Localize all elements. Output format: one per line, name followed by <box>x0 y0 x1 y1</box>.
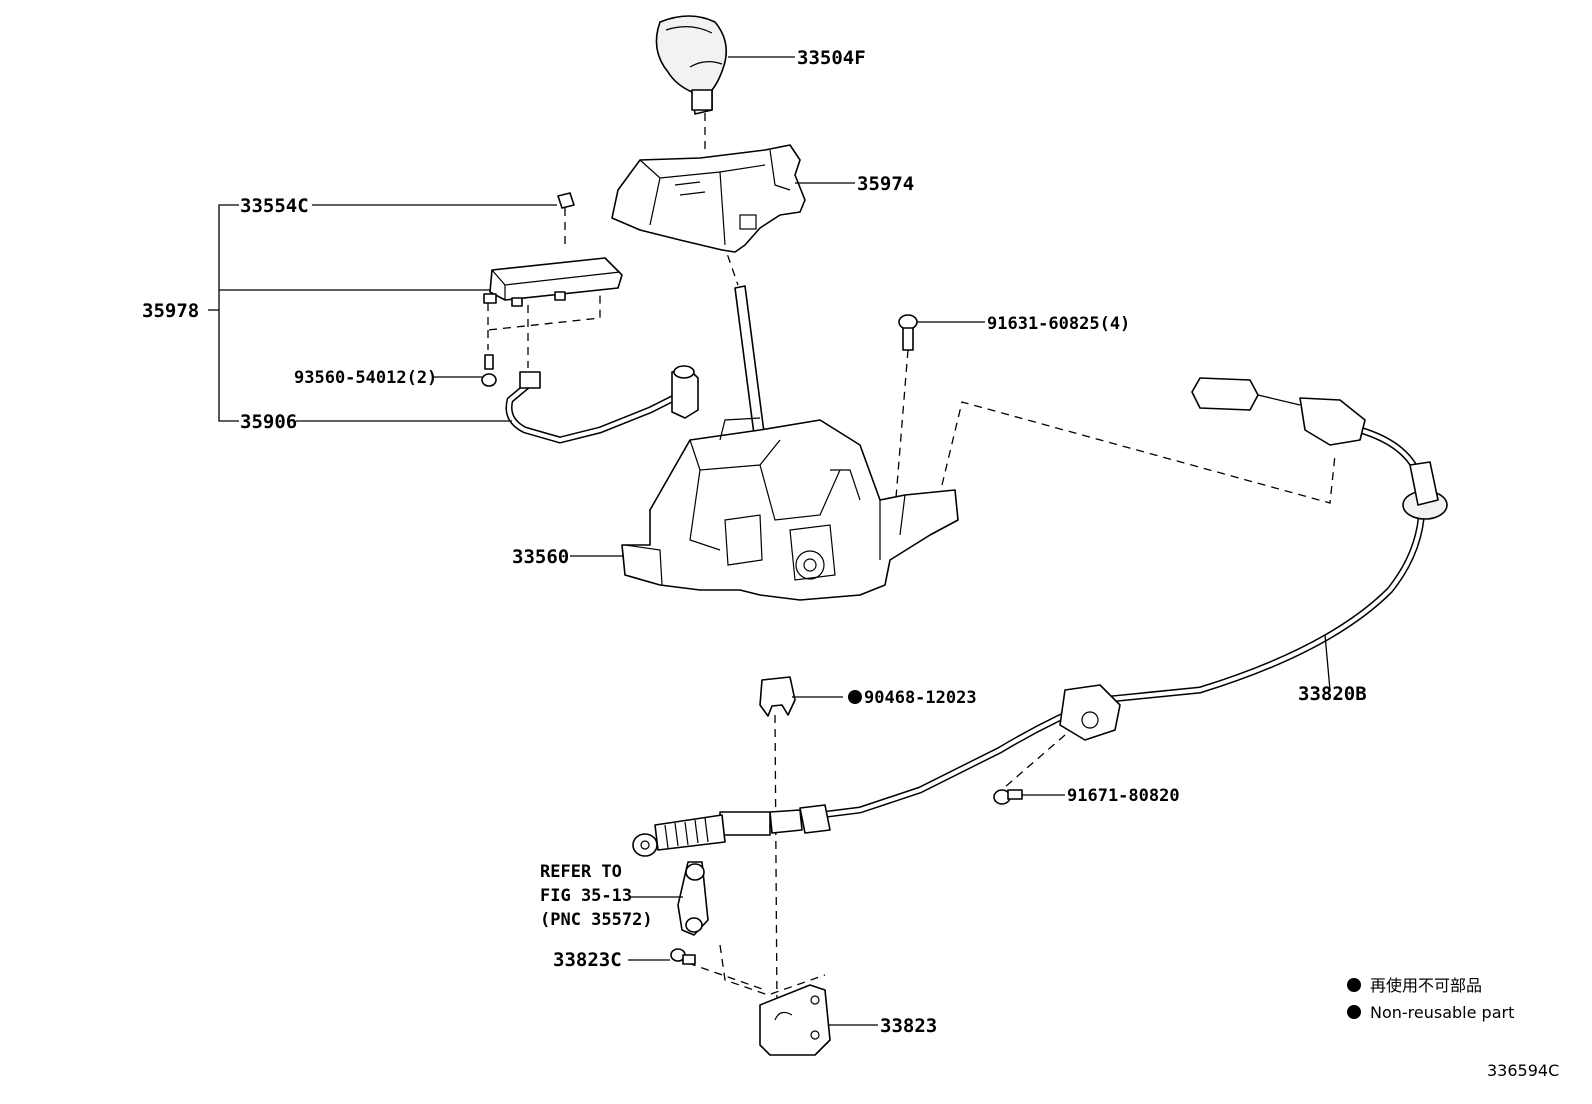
label-bolt-top: 91631-60825(4) <box>987 314 1130 334</box>
switch-assembly-part <box>483 257 623 307</box>
bolt-cable-part <box>993 789 1023 805</box>
clip-part <box>557 192 575 209</box>
label-bolt-cable: 91671-80820 <box>1067 786 1180 806</box>
label-clip-non-reusable: 90468-12023 <box>864 688 977 708</box>
label-switch-assembly: 35978 <box>142 300 199 322</box>
refer-note: REFER TO FIG 35-13 (PNC 35572) <box>540 862 653 930</box>
label-screw: 93560-54012(2) <box>294 368 437 388</box>
legend-marker-icon <box>1347 1005 1361 1019</box>
wire-harness-part <box>505 365 699 444</box>
label-clip: 33554C <box>240 195 309 217</box>
bracket-bolt-part <box>670 948 696 965</box>
legend-marker-icon <box>1347 978 1361 992</box>
refer-line-2: FIG 35-13 <box>540 886 632 906</box>
label-shift-knob: 33504F <box>797 47 866 69</box>
part-labels: 33504F 35974 33554C 35978 93560-54012(2)… <box>142 47 1367 1037</box>
refer-line-3: (PNC 35572) <box>540 910 653 930</box>
label-shift-lever-assembly: 33560 <box>512 546 569 568</box>
shift-knob-part <box>655 15 728 115</box>
figure-id: 336594C <box>1487 1061 1559 1080</box>
label-bracket-bolt: 33823C <box>553 949 622 971</box>
legend-text-en: Non-reusable part <box>1370 1003 1514 1022</box>
legend: 再使用不可部品 Non-reusable part <box>1347 976 1514 1022</box>
control-cable-part <box>632 377 1448 857</box>
link-part <box>677 861 709 936</box>
screw-part <box>481 354 497 387</box>
clip-non-reusable-part <box>759 676 796 717</box>
indicator-housing-part <box>611 144 806 253</box>
label-bracket: 33823 <box>880 1015 937 1037</box>
legend-text-jp: 再使用不可部品 <box>1370 976 1482 995</box>
refer-line-1: REFER TO <box>540 862 622 882</box>
non-reusable-marker-icon <box>848 690 862 704</box>
shift-lever-assembly-part <box>621 285 959 601</box>
bolt-top-part <box>898 314 918 351</box>
label-wire-harness: 35906 <box>240 411 297 433</box>
label-indicator-housing: 35974 <box>857 173 914 195</box>
leader-lines <box>208 56 1331 1026</box>
label-control-cable: 33820B <box>1298 683 1367 705</box>
bracket-part <box>759 984 831 1056</box>
